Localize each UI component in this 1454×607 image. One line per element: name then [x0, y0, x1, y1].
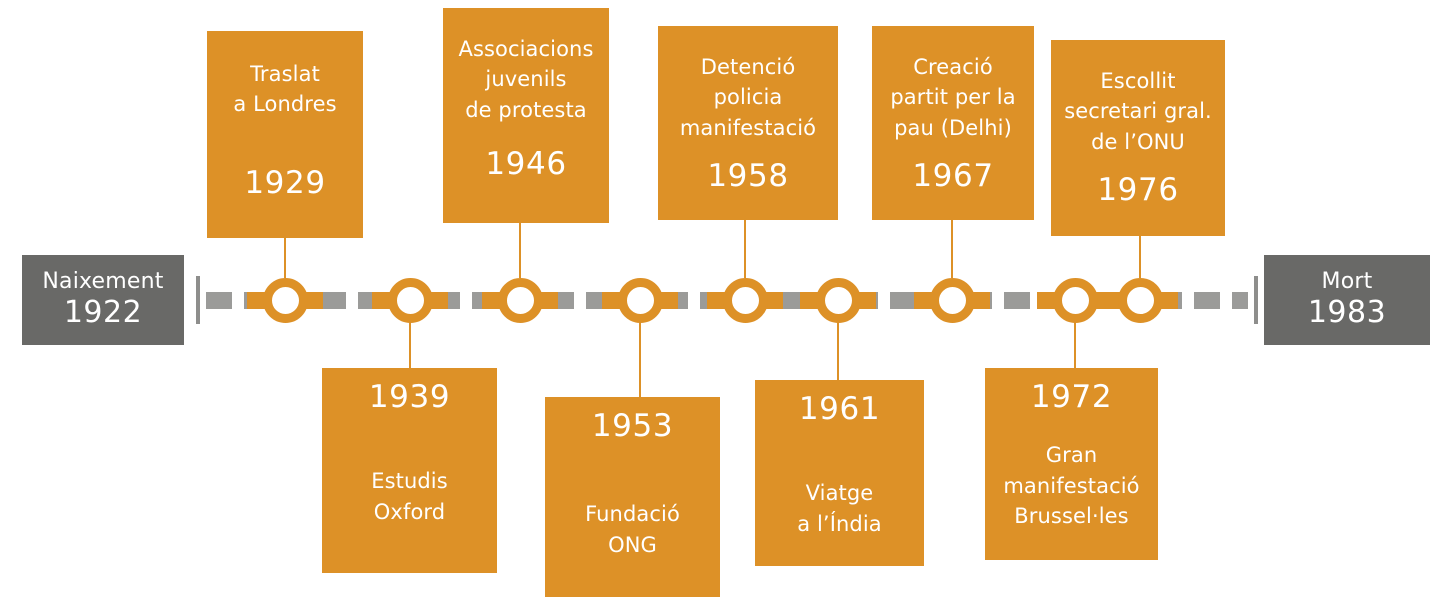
timeline-node-4[interactable]: [722, 278, 768, 323]
event-label-1967: Creació partit per la pau (Delhi): [878, 52, 1028, 143]
connector-line-1929: [284, 238, 286, 278]
event-card-1967[interactable]: Creació partit per la pau (Delhi) 1967: [872, 26, 1034, 220]
timeline-node-6[interactable]: [929, 278, 975, 323]
event-label-line: manifestació: [679, 115, 817, 140]
event-label-1976: Escollit secretari gral. de l’ONU: [1057, 66, 1219, 157]
timeline-node-8[interactable]: [1117, 278, 1163, 323]
connector-line-1976: [1139, 236, 1141, 278]
timeline-start-tick: [196, 276, 200, 324]
event-label-line: ONG: [608, 532, 657, 557]
event-label-line: de l’ONU: [1091, 129, 1185, 154]
timeline-node-2[interactable]: [497, 278, 543, 323]
event-year-1953: 1953: [591, 408, 674, 444]
connector-line-1972: [1074, 322, 1076, 368]
timeline-node-1[interactable]: [387, 278, 433, 323]
timeline-node-3[interactable]: [617, 278, 663, 323]
event-label-1946: Associacions juvenils de protesta: [449, 34, 603, 125]
connector-line-1953: [639, 322, 641, 397]
timeline-end-tick: [1254, 276, 1258, 324]
connector-line-1939: [409, 322, 411, 368]
event-year-1976: 1976: [1097, 172, 1179, 209]
event-label-line: manifestació: [1003, 473, 1140, 498]
event-label-1929: Traslat a Londres: [213, 59, 357, 120]
event-year-1929: 1929: [244, 164, 326, 201]
event-label-line: Gran: [1045, 443, 1098, 468]
event-label-line: Fundació: [585, 502, 680, 527]
event-label-line: policia: [713, 85, 783, 110]
timeline-node-5[interactable]: [815, 278, 861, 323]
end-label-year: 1983: [1307, 295, 1387, 331]
end-label-title: Mort: [1321, 269, 1373, 295]
event-label-line: Detenció: [700, 55, 796, 79]
timeline-start-label: Naixement 1922: [22, 255, 184, 345]
event-label-line: a l’Índia: [797, 511, 882, 536]
event-label-line: Associacions: [458, 37, 594, 61]
event-label-line: partit per la: [890, 85, 1016, 110]
event-label-line: de protesta: [465, 97, 587, 122]
event-label-line: Brussel·les: [1014, 503, 1129, 528]
event-year-1958: 1958: [707, 158, 789, 195]
event-label-line: Creació: [913, 55, 993, 79]
event-label-line: Estudis: [371, 469, 448, 494]
timeline-end-label: Mort 1983: [1264, 255, 1430, 345]
start-label-year: 1922: [63, 295, 143, 331]
connector-line-1958: [744, 220, 746, 278]
event-year-1972: 1972: [1030, 379, 1113, 415]
event-card-1929[interactable]: Traslat a Londres 1929: [207, 31, 363, 238]
connector-line-1946: [519, 223, 521, 278]
event-label-line: Escollit: [1100, 69, 1176, 93]
event-year-1939: 1939: [368, 379, 451, 415]
event-label-line: Oxford: [373, 499, 446, 524]
start-label-title: Naixement: [42, 269, 164, 295]
event-card-1976[interactable]: Escollit secretari gral. de l’ONU 1976: [1051, 40, 1225, 236]
connector-line-1961: [837, 322, 839, 380]
event-label-line: pau (Delhi): [894, 115, 1012, 140]
event-label-line: secretari gral.: [1064, 99, 1212, 124]
event-label-1958: Detenció policia manifestació: [664, 52, 832, 143]
timeline-node-0[interactable]: [262, 278, 308, 323]
event-card-1958[interactable]: Detenció policia manifestació 1958: [658, 26, 838, 220]
timeline-axis: [196, 270, 1258, 332]
event-year-1946: 1946: [485, 146, 567, 183]
event-label-line: Traslat: [250, 62, 320, 86]
event-label-line: Viatge: [805, 481, 874, 506]
event-label-1961: Viatge a l’Índia: [761, 478, 918, 539]
timeline-node-7[interactable]: [1052, 278, 1098, 323]
event-year-1967: 1967: [912, 158, 994, 195]
connector-line-1967: [951, 220, 953, 278]
event-label-line: a Londres: [233, 92, 337, 117]
event-label-line: juvenils: [485, 67, 567, 92]
event-card-1946[interactable]: Associacions juvenils de protesta 1946: [443, 8, 609, 223]
event-year-1961: 1961: [798, 391, 881, 427]
